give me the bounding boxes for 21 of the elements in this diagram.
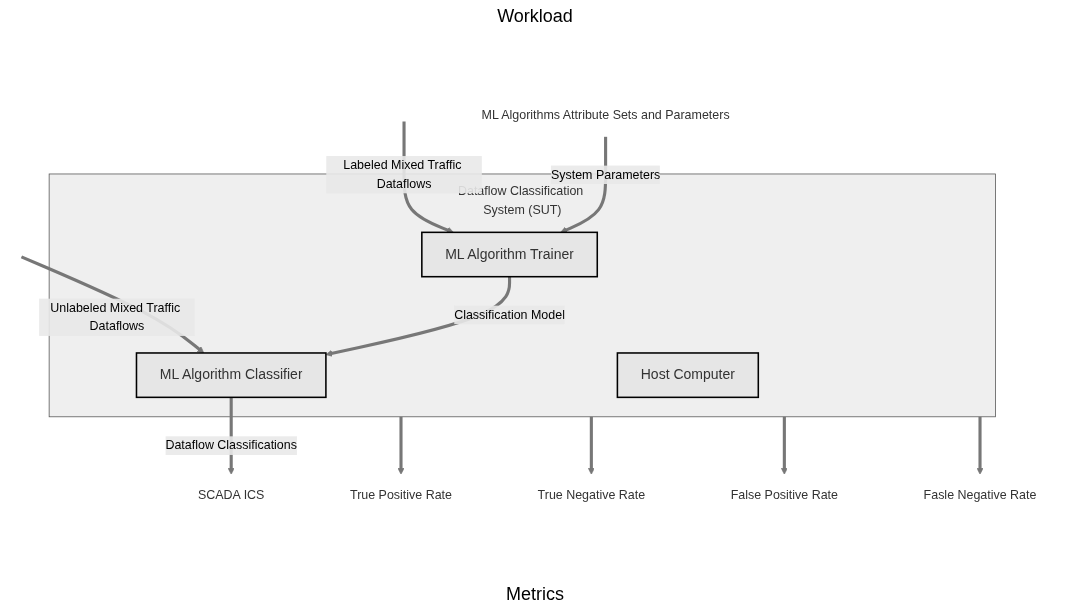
edge-label: Dataflow Classifications: [165, 438, 297, 452]
arrow: [976, 416, 984, 475]
node-box: Host Computer: [616, 352, 760, 399]
node-text: False Positive Rate: [730, 488, 838, 502]
arrow: [20, 255, 205, 354]
note-label: Metrics: [506, 584, 564, 605]
note-label: Workload: [497, 6, 573, 27]
node-text: ML Algorithms Attribute Sets and Parameters: [481, 108, 730, 122]
node-box: ML Algorithm Classifier: [135, 352, 327, 399]
edge-label: Classification Model: [454, 307, 565, 322]
node-text: True Negative Rate: [537, 488, 646, 502]
edge-label: System Parameters: [550, 167, 661, 181]
node-box: ML Algorithm Trainer: [421, 231, 599, 278]
node-text: Fasle Negative Rate: [923, 488, 1037, 502]
node-text: SCADA ICS: [197, 488, 265, 502]
arrow: [560, 136, 608, 234]
arrow: [397, 416, 405, 475]
arrow: [587, 416, 595, 475]
arrow: [780, 416, 788, 475]
edge-label: Unlabeled Mixed Traffic Dataflows: [50, 300, 181, 333]
node-text: True Positive Rate: [350, 488, 452, 502]
